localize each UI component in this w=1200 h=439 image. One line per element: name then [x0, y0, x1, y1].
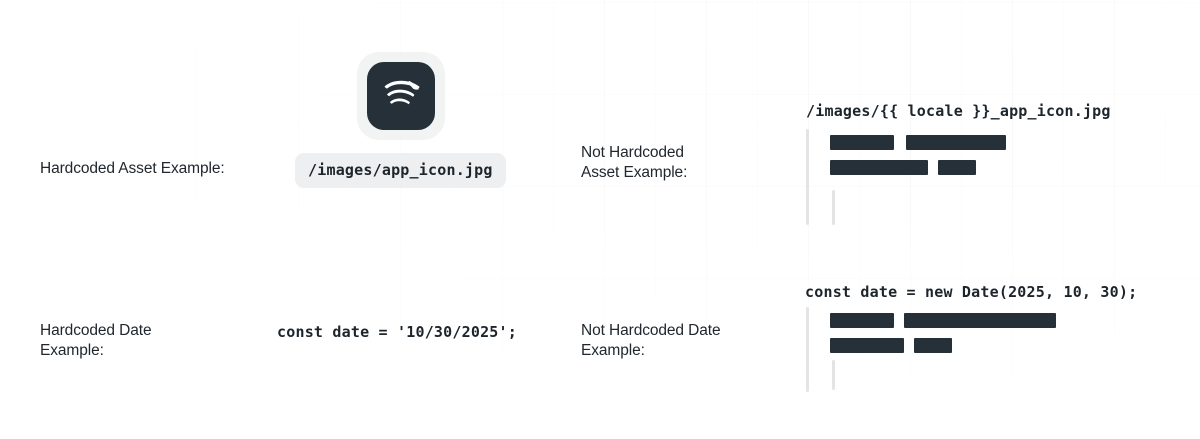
asset-rail-primary: [806, 129, 809, 225]
redaction-bar: [906, 135, 1006, 150]
not-hardcoded-asset-code: /images/{{ locale }}_app_icon.jpg: [806, 102, 1111, 120]
redaction-bar: [904, 313, 1056, 328]
redaction-bar: [830, 338, 904, 353]
not-hardcoded-date-label: Not Hardcoded Date Example:: [581, 322, 721, 359]
app-icon-tile: [367, 62, 435, 130]
date-rail-secondary: [832, 360, 835, 390]
redaction-bar: [914, 338, 952, 353]
not-hardcoded-date-code: const date = new Date(2025, 10, 30);: [805, 283, 1138, 301]
date-rail-primary: [806, 307, 809, 392]
hardcoded-asset-label: Hardcoded Asset Example:: [40, 160, 225, 177]
app-icon: [379, 72, 423, 121]
asset-rail-secondary: [832, 190, 835, 225]
hardcoded-date-code: const date = '10/30/2025';: [277, 323, 517, 341]
not-hardcoded-asset-label: Not Hardcoded Asset Example:: [581, 144, 688, 181]
date-redacted-block: [800, 305, 1100, 395]
app-icon-shell: [357, 52, 445, 140]
redaction-bar: [938, 160, 976, 175]
redaction-bar: [830, 160, 928, 175]
redaction-bar: [830, 313, 894, 328]
hardcoded-date-label: Hardcoded Date Example:: [40, 322, 152, 359]
redaction-bar: [830, 135, 894, 150]
hardcoded-asset-code: /images/app_icon.jpg: [295, 153, 506, 188]
asset-redacted-block: [800, 127, 1100, 227]
